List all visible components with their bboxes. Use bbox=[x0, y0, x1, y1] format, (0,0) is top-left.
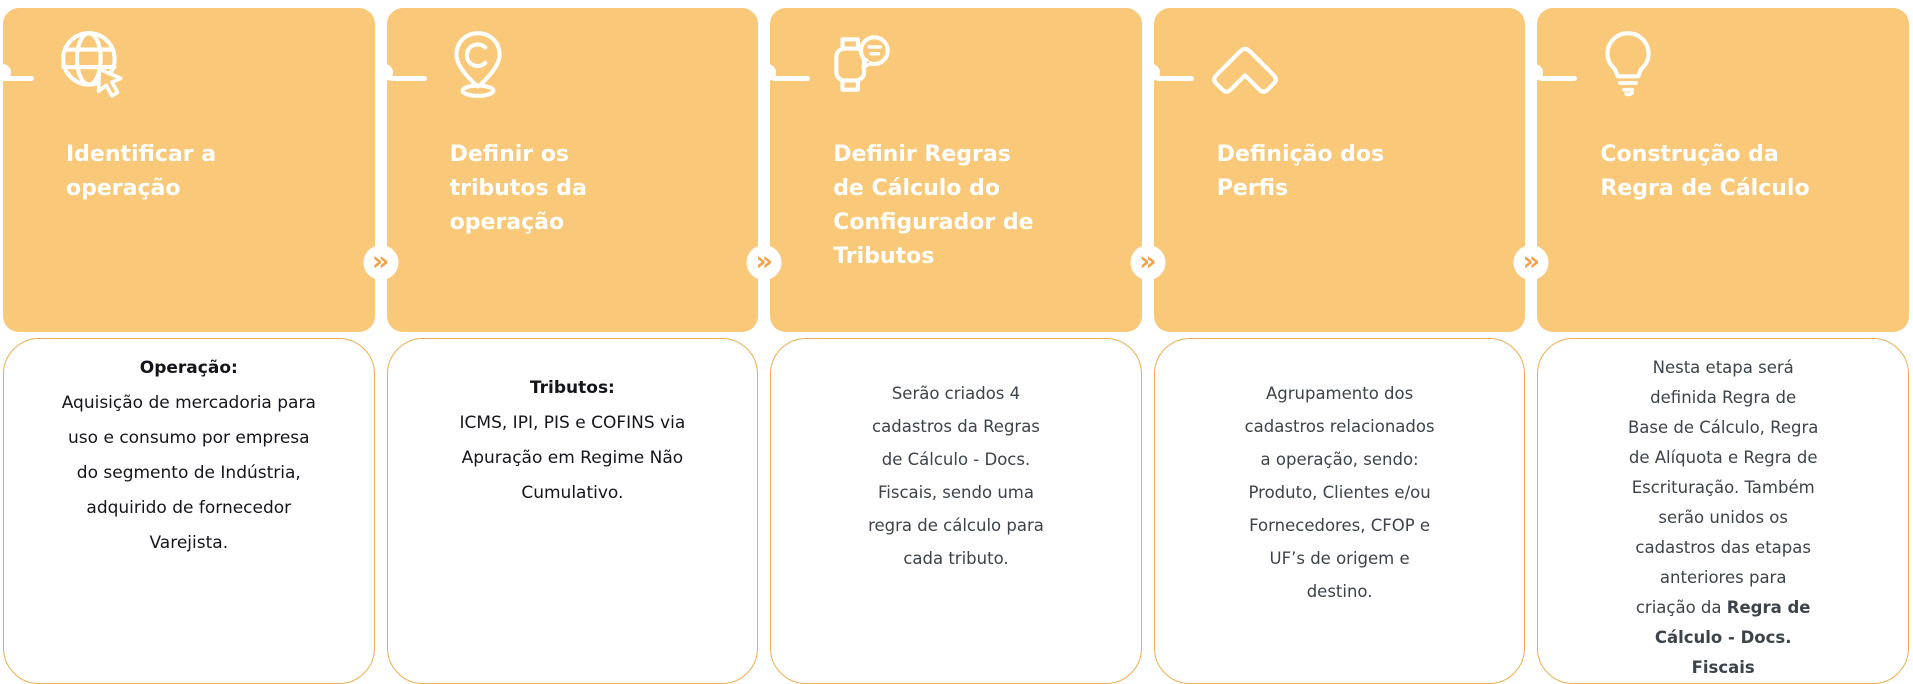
connector-dot bbox=[0, 64, 11, 81]
detail-text: ICMS, IPI, PIS e COFINS via Apuração em … bbox=[459, 413, 686, 503]
next-step-chevron-badge: » bbox=[1513, 245, 1549, 280]
connector-line bbox=[772, 76, 811, 81]
connector-line bbox=[388, 76, 427, 81]
step-header-3: » Definir Regras de Cálculo do Configura… bbox=[746, 8, 1142, 332]
step-header-4: » Definição dos Perfis bbox=[1130, 8, 1526, 332]
smartwatch-chat-icon bbox=[824, 28, 898, 102]
chevron-up-icon bbox=[1208, 28, 1282, 102]
detail-text: Serão criados 4 cadastros da Regras de C… bbox=[868, 384, 1044, 568]
step-header-5: » Construção da Regra de Cálculo bbox=[1513, 8, 1909, 332]
step-detail-5: Nesta etapa será definida Regra de Base … bbox=[1537, 338, 1909, 684]
next-step-chevron-badge: » bbox=[746, 245, 782, 280]
step-detail-3: Serão criados 4 cadastros da Regras de C… bbox=[770, 338, 1142, 684]
globe-cursor-icon bbox=[57, 28, 131, 102]
connector-dot bbox=[375, 64, 393, 81]
connector-line bbox=[1539, 76, 1578, 81]
connector-dot bbox=[1142, 64, 1160, 81]
detail-text-bold: Regra de Cálculo - Docs. Fiscais bbox=[1654, 598, 1811, 677]
step-header-1: Identificar a operação bbox=[0, 8, 375, 332]
step-detail-2: Tributos: ICMS, IPI, PIS e COFINS via Ap… bbox=[386, 338, 759, 684]
map-pin-icon bbox=[441, 28, 515, 102]
step-title: Definição dos Perfis bbox=[1216, 142, 1385, 201]
connector-dot bbox=[759, 64, 777, 81]
connector-line bbox=[1155, 76, 1194, 81]
detail-text: Agrupamento dos cadastros relacionados a… bbox=[1244, 384, 1435, 601]
step-title: Definir os tributos da operação bbox=[449, 142, 587, 235]
step-headers-row: Identificar a operação » Definir os trib… bbox=[0, 8, 1909, 332]
step-detail-4: Agrupamento dos cadastros relacionados a… bbox=[1153, 338, 1526, 684]
step-header-2: » Definir os tributos da operação bbox=[363, 8, 759, 332]
step-title: Identificar a operação bbox=[66, 142, 217, 201]
step-title: Definir Regras de Cálculo do Configurado… bbox=[833, 142, 1034, 269]
connector-line bbox=[0, 76, 34, 81]
lightbulb-icon bbox=[1591, 28, 1665, 102]
step-details-row: Operação: Aquisição de mercadoria para u… bbox=[3, 338, 1909, 684]
connector-dot bbox=[1526, 64, 1544, 81]
step-title: Construção da Regra de Cálculo bbox=[1600, 142, 1810, 201]
next-step-chevron-badge: » bbox=[363, 245, 399, 280]
detail-text: Nesta etapa será definida Regra de Base … bbox=[1627, 358, 1819, 677]
detail-heading: Tributos: bbox=[529, 378, 615, 398]
detail-text: Aquisição de mercadoria para uso e consu… bbox=[61, 393, 316, 553]
next-step-chevron-badge: » bbox=[1130, 245, 1166, 280]
step-detail-1: Operação: Aquisição de mercadoria para u… bbox=[3, 338, 375, 684]
detail-heading: Operação: bbox=[139, 358, 238, 378]
